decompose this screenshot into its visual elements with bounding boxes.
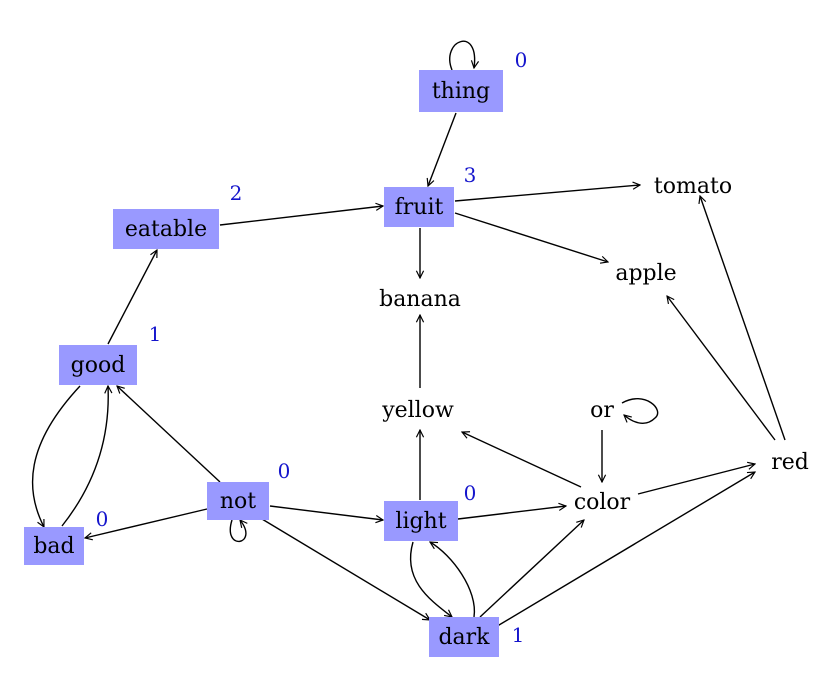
edge-red-tomato [700,196,786,441]
node-red: red [771,450,809,475]
count-label-eatable: 2 [230,181,243,205]
node-label-yellow: yellow [381,398,454,423]
node-label-eatable: eatable [125,217,207,242]
node-box-fruit [384,187,454,227]
edge-not-dark [261,518,430,620]
edge-color-yellow [462,432,582,488]
node-light: light [384,501,458,541]
node-yellow: yellow [381,398,454,423]
node-tomato: tomato [654,174,732,199]
node-box-thing [419,70,503,112]
edge-light-dark [409,541,452,617]
node-label-good: good [71,353,126,378]
node-label-or: or [590,398,614,423]
node-bad: bad [24,527,84,565]
edge-eatable-fruit [219,206,383,226]
edge-thing-thing [449,40,475,71]
node-label-apple: apple [615,261,676,286]
node-label-bad: bad [33,534,74,559]
counts-layer: 0 3 2 1 0 0 0 1 [96,48,528,647]
edge-not-good [117,386,221,483]
node-label-light: light [395,509,446,534]
node-color: color [574,490,631,515]
edge-fruit-apple [454,212,608,262]
node-label-banana: banana [379,287,461,312]
edge-not-light [269,505,383,520]
node-box-eatable [113,209,219,249]
node-label-tomato: tomato [654,174,732,199]
node-label-not: not [220,489,256,514]
node-apple: apple [615,261,676,286]
edge-color-red [637,464,755,495]
edge-light-color [457,506,566,520]
count-label-bad: 0 [96,507,109,531]
node-good: good [59,345,137,385]
node-eatable: eatable [113,209,219,249]
count-label-not: 0 [278,459,291,483]
node-label-fruit: fruit [395,195,444,220]
node-label-color: color [574,490,631,515]
edge-good-eatable [107,250,158,345]
edge-red-apple [667,296,776,441]
node-box-light [384,501,458,541]
edge-bad-good [61,386,108,527]
edge-or-or [621,398,659,424]
count-label-thing: 0 [515,48,528,72]
node-label-thing: thing [432,79,490,104]
count-label-dark: 1 [512,623,525,647]
node-box-bad [24,527,84,565]
edge-not-not [229,520,246,543]
node-box-not [207,482,269,520]
nodes-layer: thing fruit eatable tomato apple banana good ye… [24,70,809,657]
node-label-dark: dark [438,625,490,650]
node-dark: dark [429,617,499,657]
node-or: or [590,398,614,423]
edge-fruit-tomato [454,185,640,202]
node-label-red: red [771,450,809,475]
count-label-light: 0 [464,481,477,505]
node-box-dark [429,617,499,657]
edge-thing-fruit [428,112,457,186]
edge-not-bad [85,508,208,538]
count-label-good: 1 [149,322,162,346]
edge-dark-light [430,542,476,618]
node-fruit: fruit [384,187,454,227]
node-banana: banana [379,287,461,312]
edge-dark-red [493,472,755,629]
node-not: not [207,482,269,520]
edges-layer [31,40,786,629]
node-box-good [59,345,137,385]
count-label-fruit: 3 [464,163,477,187]
edge-dark-color [479,520,584,618]
node-thing: thing [419,70,503,112]
edge-good-bad [31,385,81,527]
